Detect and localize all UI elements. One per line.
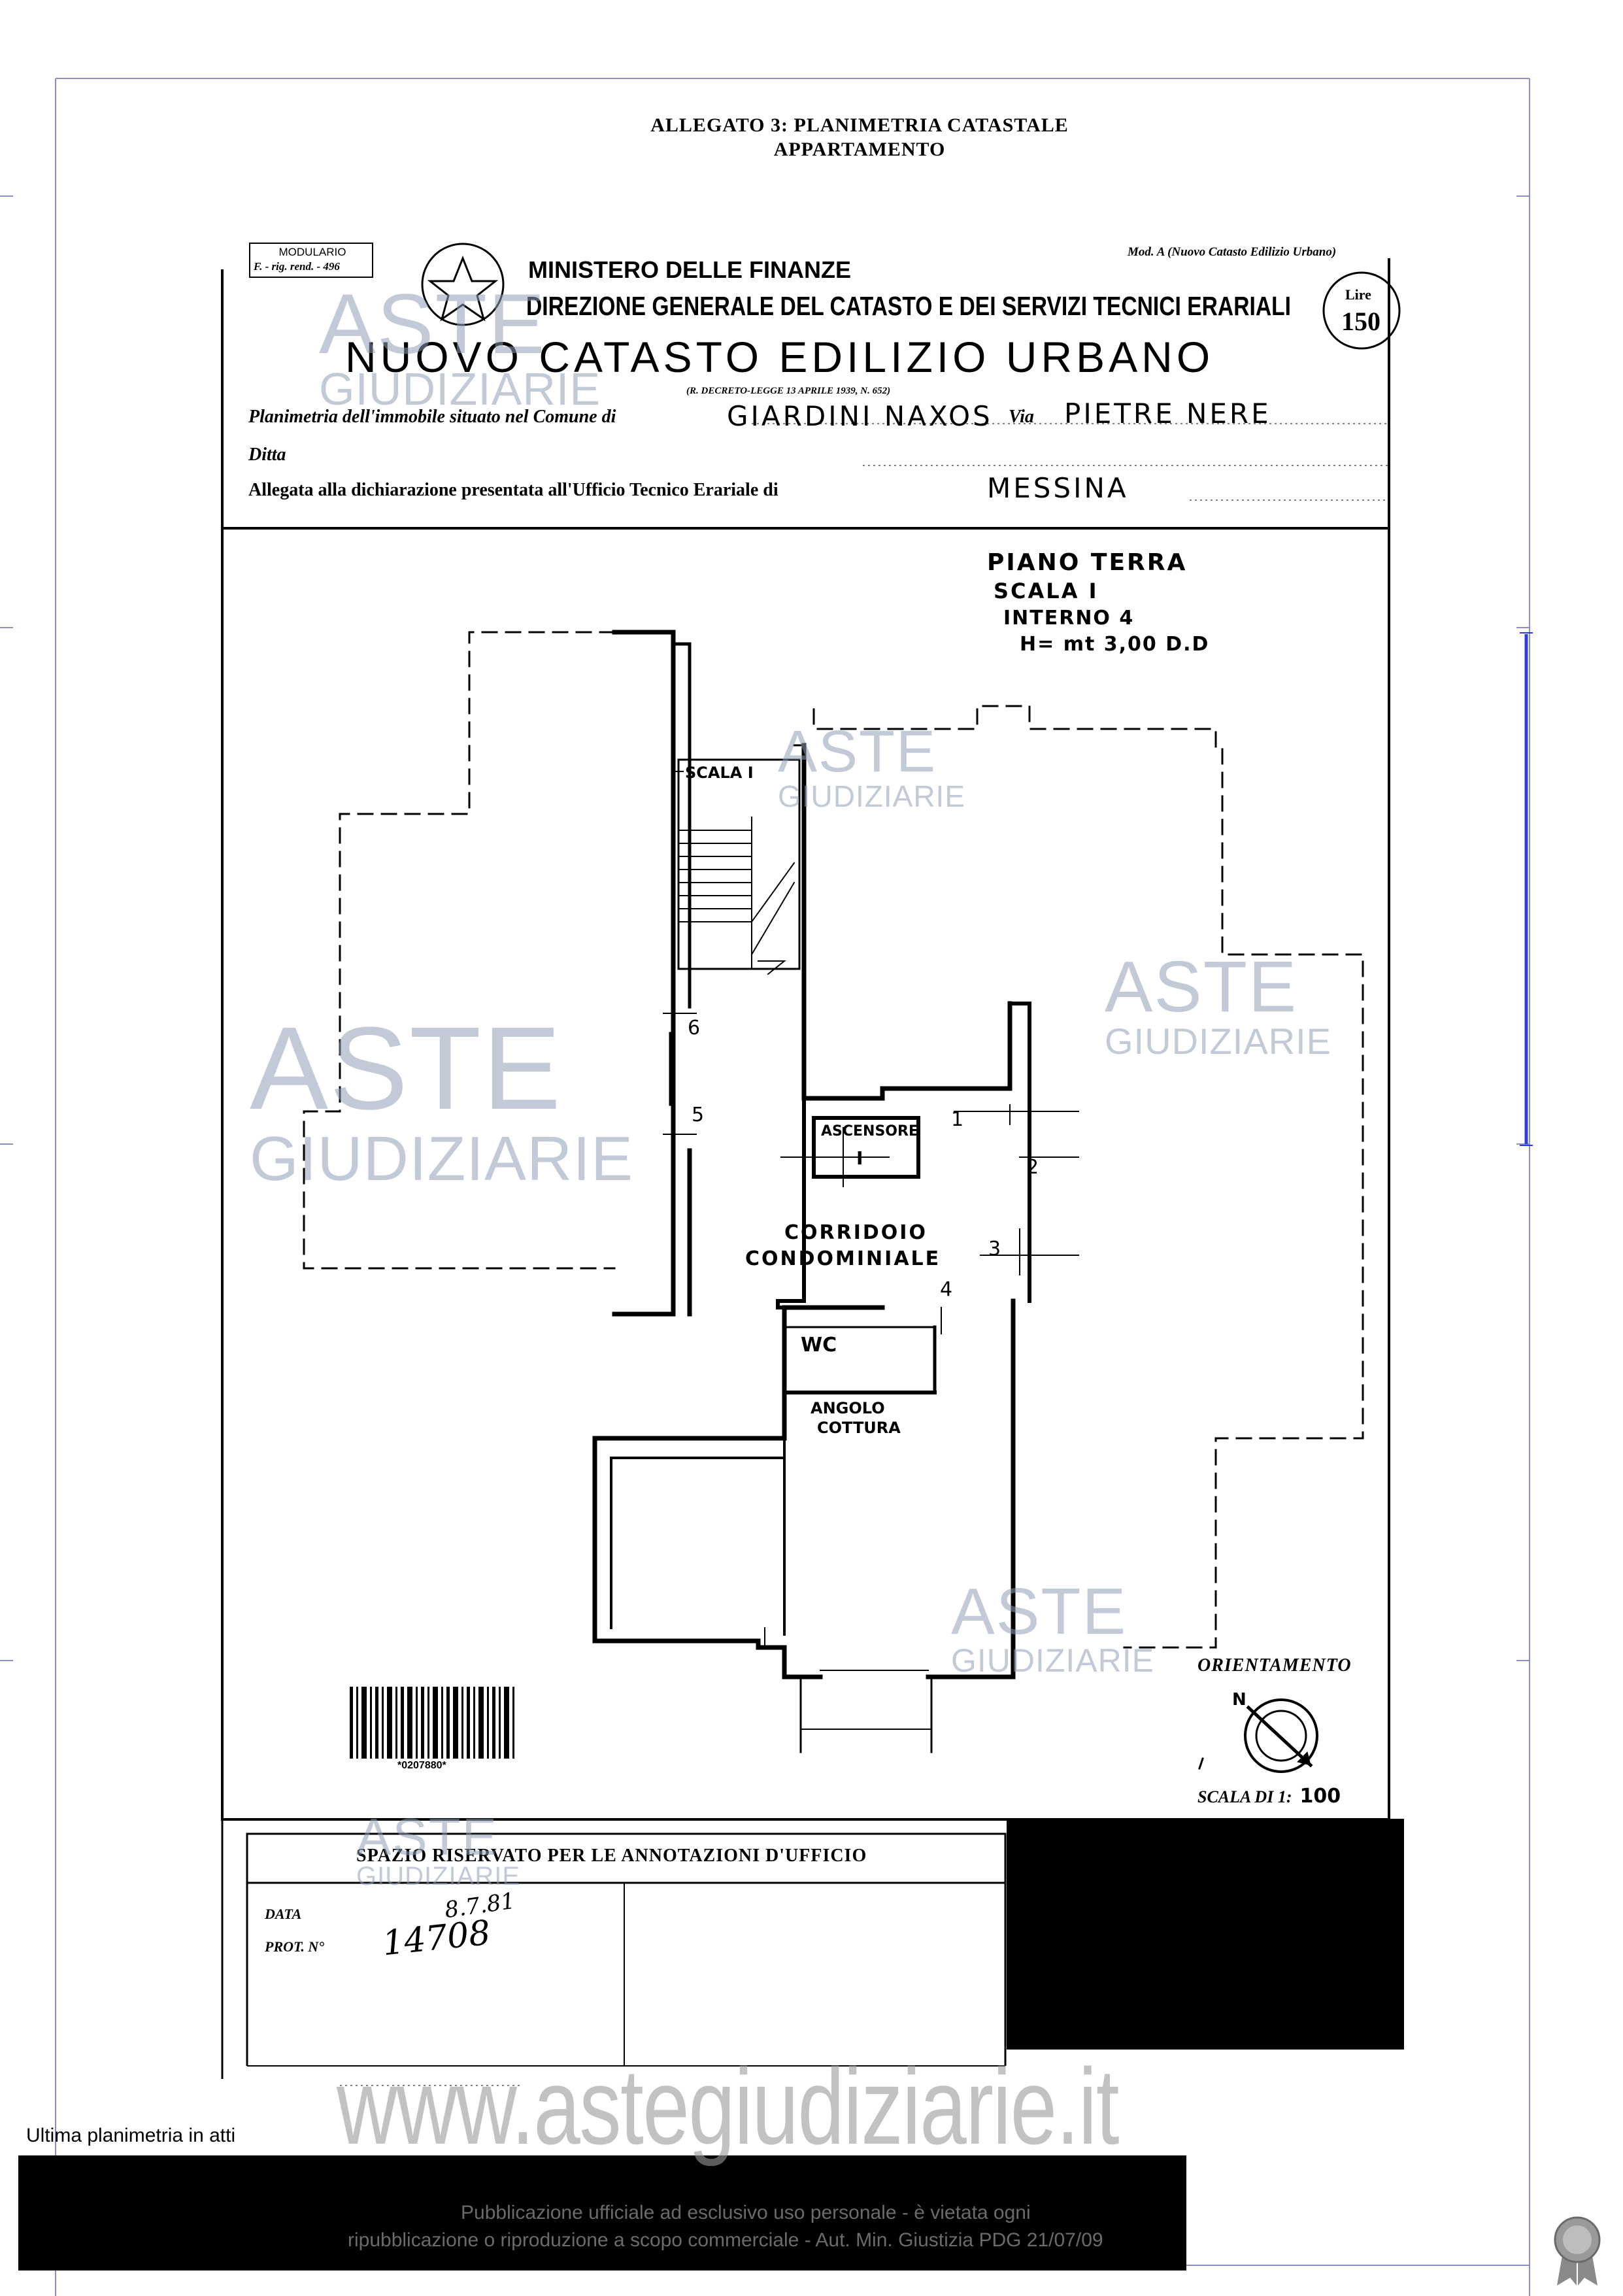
last-plan-label: Ultima planimetria in atti: [26, 2125, 236, 2146]
modulario-title: MODULARIO: [278, 246, 346, 258]
plan-altezza: H= mt 3,00 D.D: [1020, 633, 1210, 656]
office-title: SPAZIO RISERVATO PER LE ANNOTAZIONI D'UF…: [356, 1846, 867, 1866]
data-label: DATA: [265, 1906, 302, 1922]
comune-value: GIARDINI NAXOS: [727, 400, 993, 432]
kitchen-label-2: COTTURA: [817, 1419, 901, 1437]
marker-4: 4: [940, 1278, 953, 1301]
ministry-label: MINISTERO DELLE FINANZE: [528, 256, 851, 283]
plan-interno: INTERNO 4: [1003, 607, 1135, 630]
allegata-label: Allegata alla dichiarazione presentata a…: [248, 480, 778, 500]
redaction-block-office: [1007, 1819, 1404, 2050]
marker-5: 5: [692, 1104, 705, 1126]
document-subtitle: APPARTAMENTO: [773, 139, 946, 160]
via-label: Via: [1009, 407, 1034, 427]
decree-text: (R. DECRETO-LEGGE 13 APRILE 1939, N. 652…: [686, 386, 891, 396]
corridor-label-2: CONDOMINIALE: [745, 1247, 941, 1270]
marker-3: 3: [988, 1238, 1001, 1260]
prot-label: PROT. N°: [265, 1938, 325, 1955]
direction-label: DIREZIONE GENERALE DEL CATASTO E DEI SER…: [526, 291, 1291, 321]
seal-icon: [1554, 2216, 1601, 2286]
footer-notice-line1: Pubblicazione ufficiale ad esclusivo uso…: [461, 2202, 1031, 2223]
ascensore-number: I: [856, 1147, 863, 1169]
orientation-label: ORIENTAMENTO: [1197, 1655, 1352, 1676]
via-value: PIETRE NERE: [1064, 397, 1271, 430]
scale-label: SCALA DI 1:100: [1197, 1785, 1341, 1808]
watermark-site: www.astegiudiziarie.it: [337, 2046, 1120, 2167]
stamp-value: 150: [1341, 307, 1380, 336]
document-title: ALLEGATO 3: PLANIMETRIA CATASTALE: [650, 114, 1069, 136]
marker-2: 2: [1026, 1156, 1039, 1179]
main-title: NUOVO CATASTO EDILIZIO URBANO: [345, 333, 1214, 381]
plan-scala: SCALA I: [994, 579, 1099, 603]
north-label: N: [1232, 1690, 1247, 1710]
corridor-label-1: CORRIDOIO: [784, 1221, 928, 1244]
ufficio-value: MESSINA: [987, 472, 1129, 504]
wc-label: WC: [801, 1334, 837, 1357]
footer-notice-line2: ripubblicazione o riproduzione a scopo c…: [348, 2229, 1103, 2251]
stair-label: SCALA I: [685, 764, 754, 782]
ditta-label: Ditta: [248, 445, 286, 465]
marker-6: 6: [688, 1017, 701, 1039]
barcode-text: *0207880*: [397, 1760, 446, 1771]
plan-piano: PIANO TERRA: [987, 549, 1188, 576]
comune-label: Planimetria dell'immobile situato nel Co…: [248, 407, 616, 427]
mod-label: Mod. A (Nuovo Catasto Edilizio Urbano): [1128, 245, 1337, 259]
stamp-label: Lire: [1345, 286, 1371, 303]
barcode: [350, 1687, 514, 1759]
redaction-block-footer: [18, 2155, 1186, 2271]
kitchen-label-1: ANGOLO: [811, 1399, 885, 1417]
marker-1: 1: [951, 1108, 964, 1131]
ascensore-label: ASCENSORE: [821, 1123, 918, 1140]
modulario-code: F. - rig. rend. - 496: [254, 260, 340, 273]
